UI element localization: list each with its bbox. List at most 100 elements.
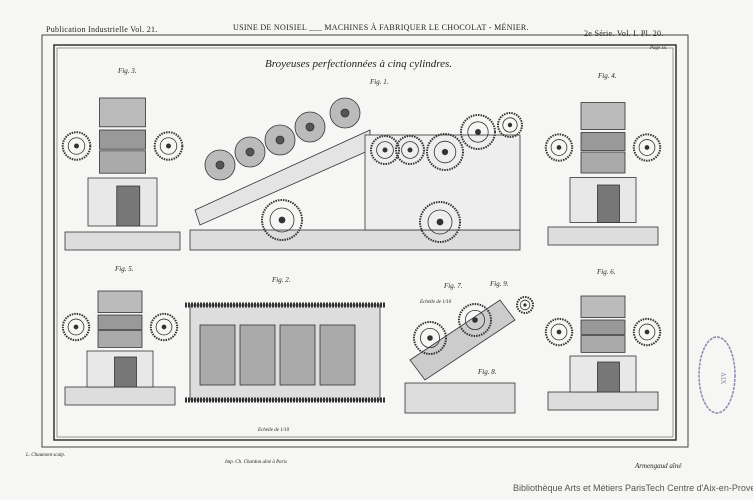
library-credit: Bibliothèque Arts et Métiers ParisTech C… [513,483,753,493]
gear-axle [644,145,650,150]
gear [544,133,574,162]
gear [370,135,400,165]
gear-hub [502,117,518,133]
roller [97,314,143,330]
fig-2-label: Fig. 2. [272,276,291,284]
hopper [409,299,516,381]
header-left: Publication Industrielle Vol. 21. [46,25,158,34]
fig-6-label: Fig. 6. [597,268,616,276]
fig-1-label: Fig. 1. [370,78,389,86]
gear-axle [74,143,79,149]
roller [580,151,626,174]
gear-axle [436,218,444,226]
gear-axle [407,147,413,153]
gear [153,131,184,161]
gear-axle [166,143,171,149]
machine-base [547,226,659,246]
cylinder [239,324,276,386]
gear-axle [472,317,478,323]
printer-credit: Imp. Ch. Chardon aîné à Paris [225,460,287,465]
gear-axle [161,324,167,330]
gear [61,312,91,342]
gear-axle [73,324,79,330]
pulley [116,185,141,227]
plate-title: Broyeuses perfectionnées à cinq cylindre… [265,58,453,70]
gear [458,303,492,337]
machine-base [547,391,659,411]
roller [99,97,146,128]
page-ref: Page xx. [650,46,668,51]
roller [580,102,626,130]
gear-axle [556,329,562,335]
gear [497,112,523,138]
gear [544,317,574,347]
fig-3-label: Fig. 3. [118,67,137,75]
scale-label: Echelle de 1/10 [258,428,290,433]
gear [632,317,662,347]
gear [61,131,92,161]
pulley [597,184,620,223]
pulley [114,356,137,388]
gear [426,133,464,171]
axle [340,108,350,118]
cylinder [319,324,356,386]
pulley [597,361,620,393]
fig-7-label: Fig. 7. [444,282,463,290]
machine-drawings [61,97,662,414]
axle [275,135,285,145]
cylinder-plan [404,382,516,414]
header-center: USINE DE NOISIEL ___ MACHINES À FABRIQUE… [233,23,529,32]
fig-8-label: Fig. 8. [478,368,497,376]
cylinder [279,324,316,386]
axle [215,160,225,170]
gear [261,199,303,241]
gear-axle [475,129,481,135]
outer-frame [41,34,689,448]
gear-axle [507,122,513,128]
gear-hub [464,309,485,330]
gear-hub [269,207,295,233]
gear-hub [550,139,568,156]
gear-hub [67,318,85,336]
gear-hub [433,140,457,164]
gear-hub [401,141,419,159]
gear-axle [644,329,650,335]
roller [580,335,626,353]
gear-hub [638,139,656,156]
cylinder [199,324,236,386]
gear-hub [159,137,178,155]
inner-frame [53,44,677,441]
gear [395,135,425,165]
author-credit: Armengaud aîné [635,462,682,470]
gear-hub [519,299,531,311]
roller [580,132,626,151]
gear [413,321,447,355]
gear-hub [467,121,489,143]
gear-axle [382,147,388,153]
gear-hub [376,141,394,159]
roller [580,319,626,335]
axle [305,122,315,132]
gear [149,312,179,342]
machine-base [189,229,521,251]
machine-base [64,231,181,251]
gear-axle [523,303,527,307]
gear-hub [155,318,173,336]
fig-5-label: Fig. 5. [115,265,134,273]
gear-hub [638,323,656,341]
roller [97,290,143,314]
library-stamp: AIX [698,336,736,414]
gear-axle [556,145,562,150]
machine-base [64,386,176,406]
gear-hub [67,137,86,155]
gear-hub [550,323,568,341]
gear [516,296,534,314]
gear [419,201,461,243]
gear [460,114,496,150]
svg-text:AIX: AIX [719,372,727,384]
roller [580,295,626,319]
gear-hub [419,327,440,348]
roller [99,129,146,150]
scale-label: Echelle de 1/10 [420,300,452,305]
